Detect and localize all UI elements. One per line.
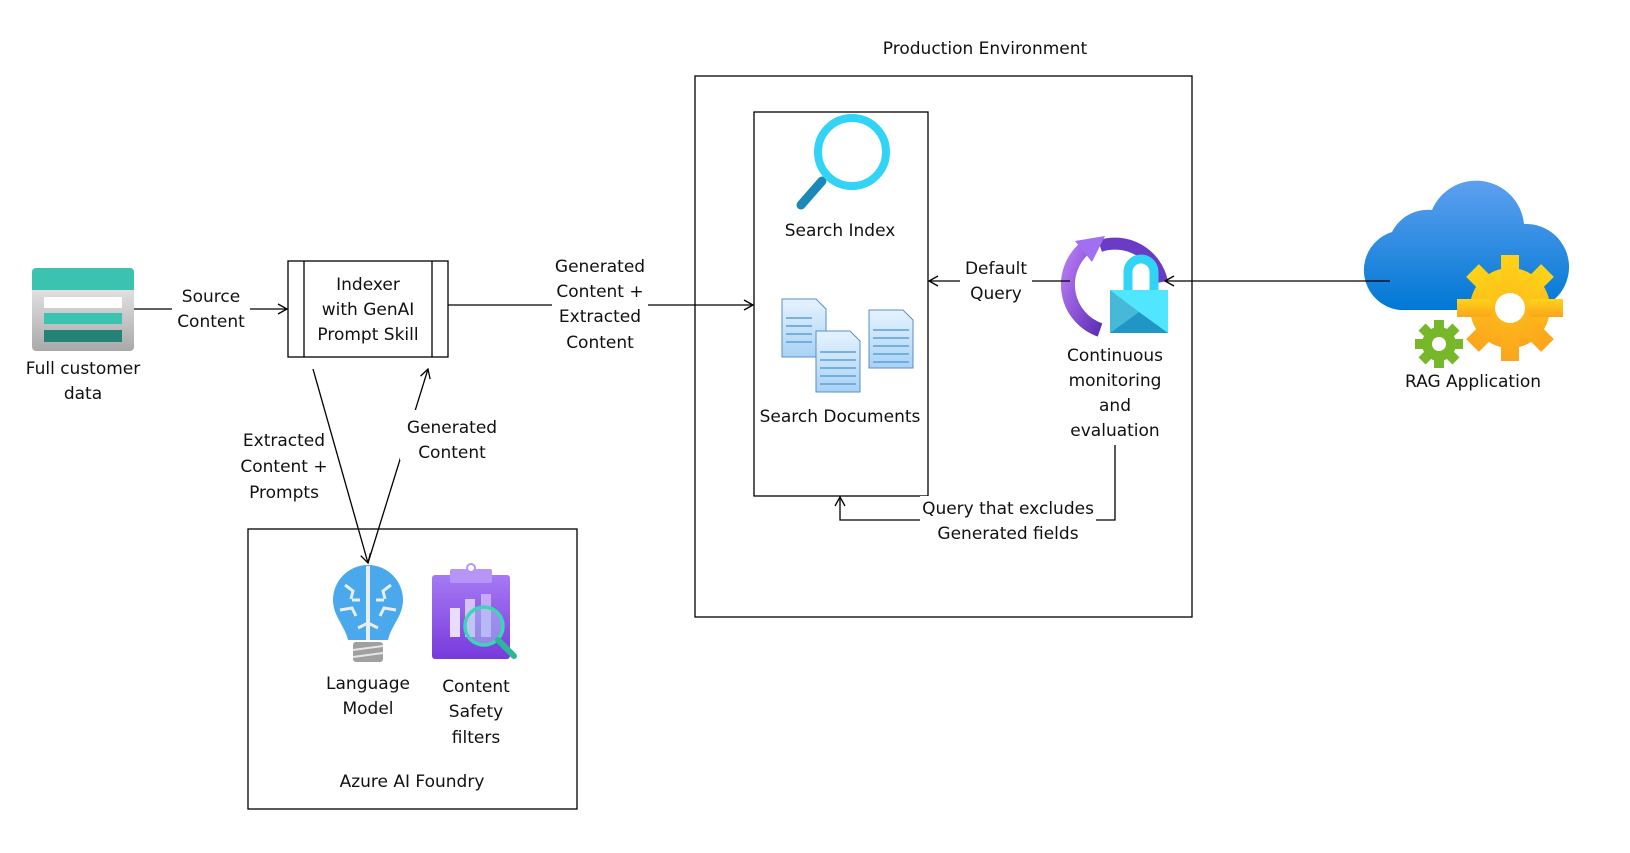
- search-documents-label: Search Documents: [760, 407, 921, 427]
- svg-text:filters: filters: [452, 728, 501, 748]
- svg-text:Language: Language: [326, 674, 410, 694]
- svg-text:data: data: [64, 384, 102, 404]
- rag-application-label: RAG Application: [1405, 372, 1541, 392]
- svg-text:Content: Content: [177, 312, 245, 332]
- magnifier-icon: [796, 114, 890, 210]
- svg-text:Prompt Skill: Prompt Skill: [317, 325, 418, 345]
- source-content-label: Source Content: [177, 287, 245, 332]
- svg-text:Content: Content: [442, 677, 510, 697]
- svg-text:Prompts: Prompts: [249, 483, 319, 503]
- svg-text:evaluation: evaluation: [1070, 421, 1159, 441]
- extracted-prompts-label: Extracted Content + Prompts: [240, 431, 327, 503]
- svg-text:Default: Default: [965, 259, 1027, 279]
- edge-extracted-prompts: [312, 368, 371, 565]
- svg-text:Model: Model: [342, 699, 393, 719]
- documents-icon: [781, 298, 914, 393]
- edge-generated-content: [367, 367, 431, 564]
- svg-text:Content: Content: [566, 333, 634, 353]
- generated-extracted-label: Generated Content + Extracted Content: [555, 257, 645, 353]
- language-model-label: Language Model: [326, 674, 410, 719]
- svg-text:monitoring: monitoring: [1069, 371, 1162, 391]
- svg-text:Continuous: Continuous: [1067, 346, 1163, 366]
- svg-text:Query: Query: [970, 284, 1022, 304]
- search-index-label: Search Index: [785, 221, 896, 241]
- svg-text:Full customer: Full customer: [26, 359, 141, 379]
- svg-text:Content +: Content +: [556, 282, 643, 302]
- content-safety-label: Content Safety filters: [442, 677, 510, 748]
- azure-ai-foundry-title: Azure AI Foundry: [340, 772, 485, 792]
- svg-text:Generated fields: Generated fields: [937, 524, 1078, 544]
- svg-text:and: and: [1099, 396, 1131, 416]
- svg-text:Content +: Content +: [240, 457, 327, 477]
- default-query-label: Default Query: [965, 259, 1027, 304]
- svg-text:Extracted: Extracted: [243, 431, 325, 451]
- azure-ai-foundry-container: [247, 528, 578, 810]
- generated-content-label: Generated Content: [407, 418, 497, 463]
- svg-text:Safety: Safety: [449, 702, 503, 722]
- svg-text:Query that excludes: Query that excludes: [922, 499, 1094, 519]
- svg-text:Content: Content: [418, 443, 486, 463]
- production-environment-title: Production Environment: [883, 39, 1088, 59]
- svg-text:Generated: Generated: [407, 418, 497, 438]
- lightbulb-brain-icon: [333, 565, 403, 662]
- clipboard-chart-icon: [432, 563, 517, 659]
- monitoring-label: Continuous monitoring and evaluation: [1067, 346, 1163, 441]
- storage-table-icon: [32, 268, 134, 351]
- svg-text:with GenAI: with GenAI: [322, 300, 415, 320]
- cloud-gears-icon: [1363, 180, 1570, 368]
- customer-data-label: Full customer data: [26, 359, 141, 404]
- svg-text:Generated: Generated: [555, 257, 645, 277]
- svg-text:Source: Source: [182, 287, 240, 307]
- svg-text:Indexer: Indexer: [336, 275, 400, 295]
- indexer-process-box: Indexer with GenAI Prompt Skill: [287, 260, 449, 358]
- svg-text:Extracted: Extracted: [559, 307, 641, 327]
- excludes-query-label: Query that excludes Generated fields: [922, 499, 1094, 544]
- refresh-lock-icon: [1060, 236, 1168, 337]
